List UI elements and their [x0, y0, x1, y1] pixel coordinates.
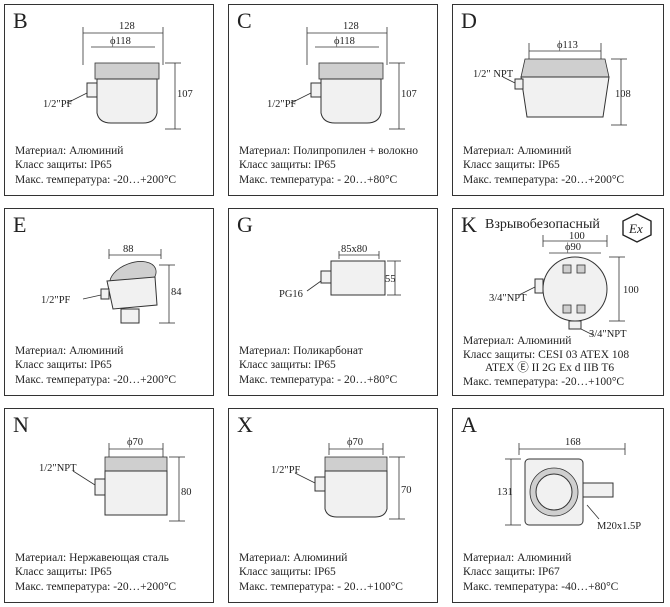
- dim-diameter: ϕ90: [565, 242, 581, 253]
- panel-letter: G: [237, 212, 253, 237]
- drawing-head-b: 128 ϕ118 107 1/2"PF: [43, 21, 193, 130]
- spec-temperature: Макс. температура: - 20…+80°C: [239, 173, 398, 186]
- specs: Материал: Алюминий Класс защиты: IP65 Ма…: [239, 551, 403, 595]
- drawing-head-d: ϕ113 108 1/2" NPT: [473, 40, 631, 126]
- connection-label: M20x1.5P: [597, 521, 641, 532]
- spec-material: Материал: Поликарбонат: [239, 344, 363, 357]
- spec-atex: ATEX Ⓔ II 2G Ex d IIB T6: [485, 362, 615, 374]
- dim-height: 70: [401, 485, 412, 496]
- spec-temperature: Макс. температура: -40…+80°C: [463, 580, 619, 593]
- spec-protection: Класс защиты: IP65: [239, 566, 336, 578]
- panel-c: C 128 ϕ118 107 1/2"PF Материал: Полипроп…: [228, 4, 438, 196]
- dim-width: 128: [119, 21, 135, 32]
- spec-protection: Класс защиты: IP65: [15, 566, 112, 578]
- dim-height: 107: [177, 89, 193, 100]
- spec-material: Материал: Алюминий: [15, 144, 124, 157]
- panel-letter: B: [13, 8, 28, 33]
- spec-protection: Класс защиты: IP65: [15, 159, 112, 171]
- specs: Материал: Нержавеющая сталь Класс защиты…: [15, 551, 176, 595]
- specs: Материал: Алюминий Класс защиты: IP67 Ма…: [463, 551, 618, 595]
- dim-diameter: ϕ118: [110, 36, 131, 47]
- connection-label: 1/2"NPT: [39, 463, 77, 474]
- drawing-head-n: ϕ70 80 1/2"NPT: [39, 437, 192, 522]
- panel-letter: E: [13, 212, 27, 237]
- spec-protection: Класс защиты: IP67: [463, 566, 560, 578]
- spec-protection: Класс защиты: IP65: [15, 359, 112, 371]
- drawing-head-x: ϕ70 70 1/2"PF: [271, 437, 412, 520]
- spec-protection: Класс защиты: IP65: [239, 359, 336, 371]
- panel-letter: K: [461, 212, 477, 237]
- connection-label: PG16: [279, 289, 303, 300]
- connection-label: 1/2"PF: [267, 99, 297, 110]
- panel-letter: N: [13, 412, 29, 437]
- ex-hexagon-icon: Ex: [622, 213, 652, 243]
- spec-temperature: Макс. температура: -20…+200°C: [15, 580, 177, 593]
- dim-height: 84: [171, 287, 182, 298]
- specs: Материал: Алюминий Класс защиты: IP65 Ма…: [15, 144, 176, 188]
- spec-temperature: Макс. температура: -20…+100°C: [463, 375, 625, 388]
- connection-label: 1/2" NPT: [473, 69, 514, 80]
- spec-protection: Класс защиты: IP65: [463, 159, 560, 171]
- connection-label: 1/2"PF: [41, 295, 71, 306]
- spec-protection: Класс защиты: CESI 03 ATEX 108: [463, 348, 630, 361]
- panel-e: E 88 84 1/2"PF Материал: Алюминий Класс …: [4, 208, 214, 396]
- spec-temperature: Макс. температура: -20…+200°C: [15, 373, 177, 386]
- dim-width: 100: [569, 231, 585, 242]
- spec-material: Материал: Алюминий: [239, 551, 348, 564]
- dim-height: 80: [181, 487, 192, 498]
- specs: Материал: Полипропилен + волокно Класс з…: [239, 144, 418, 188]
- panel-d: D ϕ113 108 1/2" NPT Материал: Алюминий К…: [452, 4, 664, 196]
- panel-letter: X: [237, 412, 253, 437]
- spec-material: Материал: Алюминий: [463, 144, 572, 157]
- dim-diameter: ϕ70: [127, 437, 143, 448]
- spec-temperature: Макс. температура: - 20…+80°C: [239, 373, 398, 386]
- explosion-proof-title: Взрывобезопасный: [485, 217, 600, 232]
- panel-letter: A: [461, 412, 477, 437]
- dim-height: 108: [615, 89, 631, 100]
- panel-letter: C: [237, 8, 252, 33]
- dim-width: 88: [123, 244, 134, 255]
- panel-b: B 128 ϕ118 107 1/2"PF Материал: Алюминий…: [4, 4, 214, 196]
- connection-label: 3/4"NPT: [489, 293, 527, 304]
- spec-material: Материал: Алюминий: [463, 335, 572, 347]
- dim-diameter: ϕ113: [557, 40, 578, 51]
- drawing-head-g: 85x80 55 PG16: [279, 244, 401, 300]
- dim-height: 100: [623, 285, 639, 296]
- dim-height: 131: [497, 487, 513, 498]
- dim-size: 85x80: [341, 244, 367, 255]
- connection-label-2: 3/4"NPT: [589, 329, 627, 339]
- dim-width: 168: [565, 437, 581, 448]
- dim-height: 107: [401, 89, 417, 100]
- spec-temperature: Макс. температура: -20…+200°C: [15, 173, 177, 186]
- panel-letter: D: [461, 8, 477, 33]
- drawing-head-e: 88 84 1/2"PF: [41, 244, 182, 324]
- svg-text:Ex: Ex: [628, 221, 643, 236]
- spec-protection: Класс защиты: IP65: [239, 159, 336, 171]
- spec-material: Материал: Нержавеющая сталь: [15, 551, 169, 564]
- drawing-head-a: 168 131 M20x1.5P: [497, 437, 641, 532]
- connection-label: 1/2"PF: [43, 99, 73, 110]
- dim-diameter: ϕ118: [334, 36, 355, 47]
- specs: Материал: Поликарбонат Класс защиты: IP6…: [239, 344, 397, 388]
- panel-x: X ϕ70 70 1/2"PF Материал: Алюминий Класс…: [228, 408, 438, 603]
- dim-height: 55: [385, 274, 396, 285]
- drawing-head-c: 128 ϕ118 107 1/2"PF: [267, 21, 417, 130]
- panel-g: G 85x80 55 PG16 Материал: Поликарбонат К…: [228, 208, 438, 396]
- specs: Материал: Алюминий Класс защиты: IP65 Ма…: [463, 144, 624, 188]
- panel-k: K Взрывобезопасный Ex 100 ϕ90 100 3/4"NP…: [452, 208, 664, 396]
- panel-n: N ϕ70 80 1/2"NPT Материал: Нержавеющая с…: [4, 408, 214, 603]
- spec-temperature: Макс. температура: - 20…+100°C: [239, 580, 403, 593]
- spec-material: Материал: Полипропилен + волокно: [239, 144, 419, 157]
- spec-material: Материал: Алюминий: [463, 551, 572, 564]
- connection-label: 1/2"PF: [271, 465, 301, 476]
- spec-material: Материал: Алюминий: [15, 344, 124, 357]
- panel-a: A 168 131 M20x1.5P Материал: Алюминий Кл…: [452, 408, 664, 603]
- dim-width: 128: [343, 21, 359, 32]
- spec-temperature: Макс. температура: -20…+200°C: [463, 173, 625, 186]
- specs: Материал: Алюминий Класс защиты: CESI 03…: [463, 335, 629, 389]
- dim-diameter: ϕ70: [347, 437, 363, 448]
- specs: Материал: Алюминий Класс защиты: IP65 Ма…: [15, 344, 176, 388]
- drawing-head-k: 100 ϕ90 100 3/4"NPT 3/4"NPT: [489, 231, 639, 339]
